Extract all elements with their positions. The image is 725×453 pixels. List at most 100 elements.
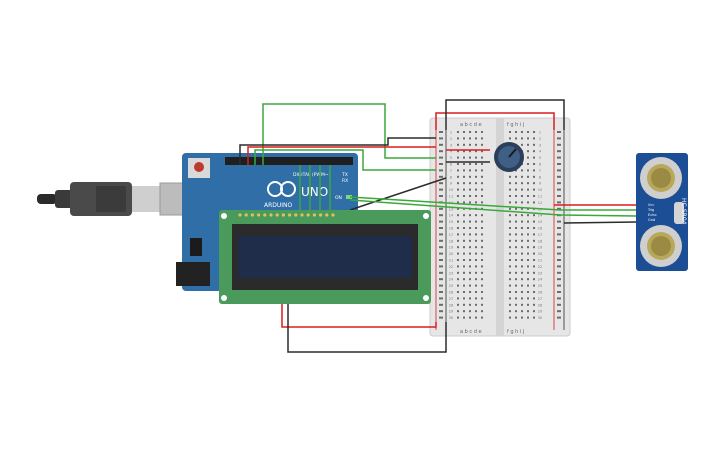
breadboard-hole xyxy=(509,137,511,140)
potentiometer[interactable] xyxy=(494,142,524,172)
breadboard-row-number: 26 xyxy=(538,291,542,295)
rail-hole xyxy=(557,156,559,159)
breadboard-hole xyxy=(469,303,471,306)
breadboard-hole xyxy=(521,214,523,217)
breadboard-hole xyxy=(533,284,535,287)
rail-hole xyxy=(557,201,559,204)
breadboard-hole xyxy=(533,175,535,178)
rail-hole xyxy=(557,220,559,223)
breadboard-hole xyxy=(457,137,459,140)
breadboard-hole xyxy=(457,163,459,165)
rail-hole xyxy=(559,188,561,191)
ultrasonic-sensor[interactable]: HC-SR04 Vcc Trig Echo Gnd xyxy=(636,153,688,271)
breadboard-hole xyxy=(515,246,517,249)
breadboard-hole xyxy=(463,278,465,281)
breadboard-hole xyxy=(509,316,511,319)
breadboard-hole xyxy=(527,278,529,281)
rail-hole xyxy=(441,297,443,300)
breadboard-hole xyxy=(527,246,529,249)
breadboard-hole xyxy=(533,214,535,217)
breadboard-row-number: 25 xyxy=(449,284,453,288)
breadboard-hole xyxy=(509,297,511,300)
breadboard-hole xyxy=(463,284,465,287)
lcd-pin xyxy=(275,213,279,217)
breadboard-hole xyxy=(533,233,535,236)
breadboard-hole xyxy=(481,143,483,146)
lcd-pin xyxy=(238,213,242,217)
breadboard-row-number: 8 xyxy=(539,175,541,179)
wire-black-bottom xyxy=(287,300,447,353)
rail-hole xyxy=(441,220,443,223)
breadboard-hole xyxy=(515,169,517,172)
breadboard-hole xyxy=(481,163,483,165)
breadboard-hole xyxy=(533,265,535,268)
breadboard-hole xyxy=(481,316,483,319)
breadboard-hole xyxy=(509,252,511,255)
breadboard-hole xyxy=(463,233,465,236)
breadboard-hole xyxy=(469,239,471,242)
breadboard-hole xyxy=(527,143,529,146)
rail-hole xyxy=(559,175,561,178)
breadboard-row-number: 30 xyxy=(449,316,453,320)
rail-hole xyxy=(441,227,443,229)
breadboard-hole xyxy=(481,169,483,172)
rail-hole xyxy=(441,316,443,319)
lcd-module[interactable] xyxy=(219,210,431,304)
rail-hole xyxy=(441,207,443,210)
breadboard-row-number: 15 xyxy=(449,220,453,224)
breadboard[interactable]: a b c d e f g h i j a b c d e f g h i j … xyxy=(429,117,571,337)
sensor-pins: Vcc Trig Echo Gnd xyxy=(647,203,657,222)
breadboard-hole xyxy=(527,182,529,185)
rail-hole xyxy=(559,252,561,255)
breadboard-hole xyxy=(515,207,517,210)
breadboard-hole xyxy=(515,297,517,300)
breadboard-hole xyxy=(469,188,471,191)
breadboard-row-number: 1 xyxy=(450,131,452,135)
breadboard-hole xyxy=(481,227,483,229)
breadboard-hole xyxy=(463,265,465,268)
breadboard-hole xyxy=(463,169,465,172)
rail-hole xyxy=(559,259,561,261)
breadboard-hole xyxy=(515,220,517,223)
breadboard-row-number: 27 xyxy=(449,297,453,301)
rail-hole xyxy=(439,150,441,153)
breadboard-hole xyxy=(469,214,471,217)
rail-hole xyxy=(557,291,559,293)
breadboard-hole xyxy=(509,207,511,210)
breadboard-hole xyxy=(481,297,483,300)
breadboard-row-number: 1 xyxy=(539,131,541,135)
rail-hole xyxy=(439,291,441,293)
wire-green-trig xyxy=(349,196,636,211)
breadboard-hole xyxy=(527,239,529,242)
breadboard-hole xyxy=(457,252,459,255)
breadboard-hole xyxy=(527,188,529,191)
breadboard-hole xyxy=(509,227,511,229)
breadboard-row-number: 2 xyxy=(450,137,452,141)
breadboard-row-number: 9 xyxy=(450,182,452,186)
breadboard-holes xyxy=(439,131,561,319)
rail-hole xyxy=(441,195,443,197)
breadboard-columns-right-bottom: f g h i j xyxy=(507,329,524,335)
breadboard-hole xyxy=(457,284,459,287)
rail-hole xyxy=(559,163,561,165)
breadboard-hole xyxy=(457,227,459,229)
breadboard-hole xyxy=(509,233,511,236)
reset-button[interactable] xyxy=(194,162,204,172)
breadboard-hole xyxy=(515,259,517,261)
arduino-logo-text: ARDUINO xyxy=(264,202,293,209)
breadboard-row-number: 15 xyxy=(538,220,542,224)
wire-red-top xyxy=(435,112,555,130)
rail-hole xyxy=(559,156,561,159)
lcd-pin xyxy=(319,213,323,217)
lcd-screen xyxy=(238,236,412,278)
breadboard-hole xyxy=(463,303,465,306)
arduino-logo: ARDUINO UNO xyxy=(264,181,328,209)
breadboard-hole xyxy=(481,239,483,242)
breadboard-hole xyxy=(527,220,529,223)
rail-hole xyxy=(559,143,561,146)
rail-hole xyxy=(557,195,559,197)
rail-hole xyxy=(559,278,561,281)
breadboard-hole xyxy=(475,169,477,172)
rail-hole xyxy=(439,239,441,242)
breadboard-row-number: 22 xyxy=(449,265,453,269)
